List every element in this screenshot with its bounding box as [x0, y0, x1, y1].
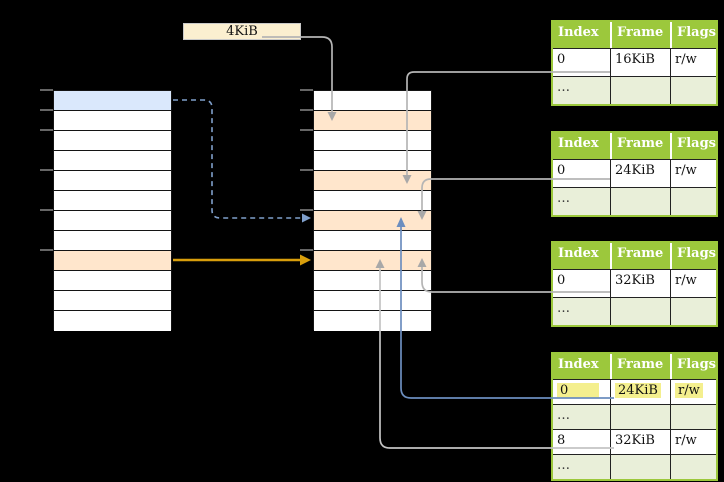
physical-memory-row [314, 191, 431, 211]
arrow-virtual-blue-to-physical [173, 99, 311, 223]
page-table-32kib: Index Frame Flags 0 32KiB r/w … [551, 241, 718, 327]
cell-empty [610, 297, 670, 325]
cell-frame: 16KiB [610, 48, 670, 76]
virtual-memory-row [54, 151, 171, 171]
column-header-flags: Flags [670, 22, 716, 48]
physical-memory-row-orange [314, 211, 431, 231]
cell-empty [670, 454, 716, 479]
level2-page-table: Index Frame Flags 0 24KiB r/w … 8 32KiB … [551, 352, 718, 481]
cell-index: 0 [553, 48, 610, 76]
physical-memory-row [314, 131, 431, 151]
cell-frame: 24KiB [610, 159, 670, 187]
virtual-memory-column [53, 90, 172, 331]
page-table-24kib: Index Frame Flags 0 24KiB r/w … [551, 131, 718, 217]
arrow-virtual-orange-to-physical [173, 254, 311, 266]
virtual-memory-row [54, 291, 171, 311]
column-header-frame: Frame [610, 22, 670, 48]
column-header-frame: Frame [610, 354, 670, 379]
column-header-flags: Flags [670, 133, 716, 159]
column-header-frame: Frame [610, 133, 670, 159]
cell-flags: r/w [670, 269, 716, 297]
cell-flags-highlighted: r/w [670, 379, 716, 404]
physical-memory-row-orange [314, 251, 431, 271]
cell-empty [610, 454, 670, 479]
cell-ellipsis: … [553, 454, 610, 479]
cell-ellipsis: … [553, 76, 610, 104]
physical-memory-row-orange [314, 111, 431, 131]
virtual-memory-row [54, 171, 171, 191]
physical-memory-row-orange [314, 171, 431, 191]
physical-memory-row [314, 311, 431, 331]
virtual-memory-row-blue [54, 91, 171, 111]
cell-index: 0 [553, 269, 610, 297]
column-header-index: Index [553, 354, 610, 379]
column-header-index: Index [553, 243, 610, 269]
cell-empty [670, 76, 716, 104]
cell-frame: 32KiB [610, 269, 670, 297]
cell-empty [610, 76, 670, 104]
column-header-flags: Flags [670, 243, 716, 269]
cell-ellipsis: … [553, 187, 610, 215]
virtual-memory-row [54, 231, 171, 251]
virtual-memory-row [54, 131, 171, 151]
page-size-label: 4KiB [183, 23, 301, 40]
physical-memory-column [313, 90, 432, 331]
virtual-memory-row [54, 311, 171, 331]
cell-frame-highlighted: 24KiB [610, 379, 670, 404]
physical-memory-row [314, 151, 431, 171]
virtual-memory-row [54, 211, 171, 231]
cell-ellipsis: … [553, 297, 610, 325]
page-table-16kib: Index Frame Flags 0 16KiB r/w … [551, 20, 718, 106]
cell-index: 0 [553, 159, 610, 187]
cell-frame: 32KiB [610, 429, 670, 454]
cell-empty [670, 297, 716, 325]
address-ticks-virtual [40, 89, 53, 251]
physical-memory-row [314, 271, 431, 291]
column-header-frame: Frame [610, 243, 670, 269]
cell-index: 8 [553, 429, 610, 454]
column-header-index: Index [553, 22, 610, 48]
virtual-memory-row [54, 271, 171, 291]
column-header-flags: Flags [670, 354, 716, 379]
virtual-memory-row-orange [54, 251, 171, 271]
cell-empty [670, 404, 716, 429]
page-size-label-text: 4KiB [226, 24, 258, 39]
cell-index-highlighted: 0 [553, 379, 610, 404]
column-header-index: Index [553, 133, 610, 159]
virtual-memory-row [54, 111, 171, 131]
cell-flags: r/w [670, 429, 716, 454]
address-ticks-physical [300, 89, 313, 251]
cell-empty [610, 187, 670, 215]
cell-empty [610, 404, 670, 429]
physical-memory-row [314, 91, 431, 111]
cell-flags: r/w [670, 159, 716, 187]
cell-empty [670, 187, 716, 215]
physical-memory-row [314, 231, 431, 251]
cell-flags: r/w [670, 48, 716, 76]
physical-memory-row [314, 291, 431, 311]
virtual-memory-row [54, 191, 171, 211]
cell-ellipsis: … [553, 404, 610, 429]
